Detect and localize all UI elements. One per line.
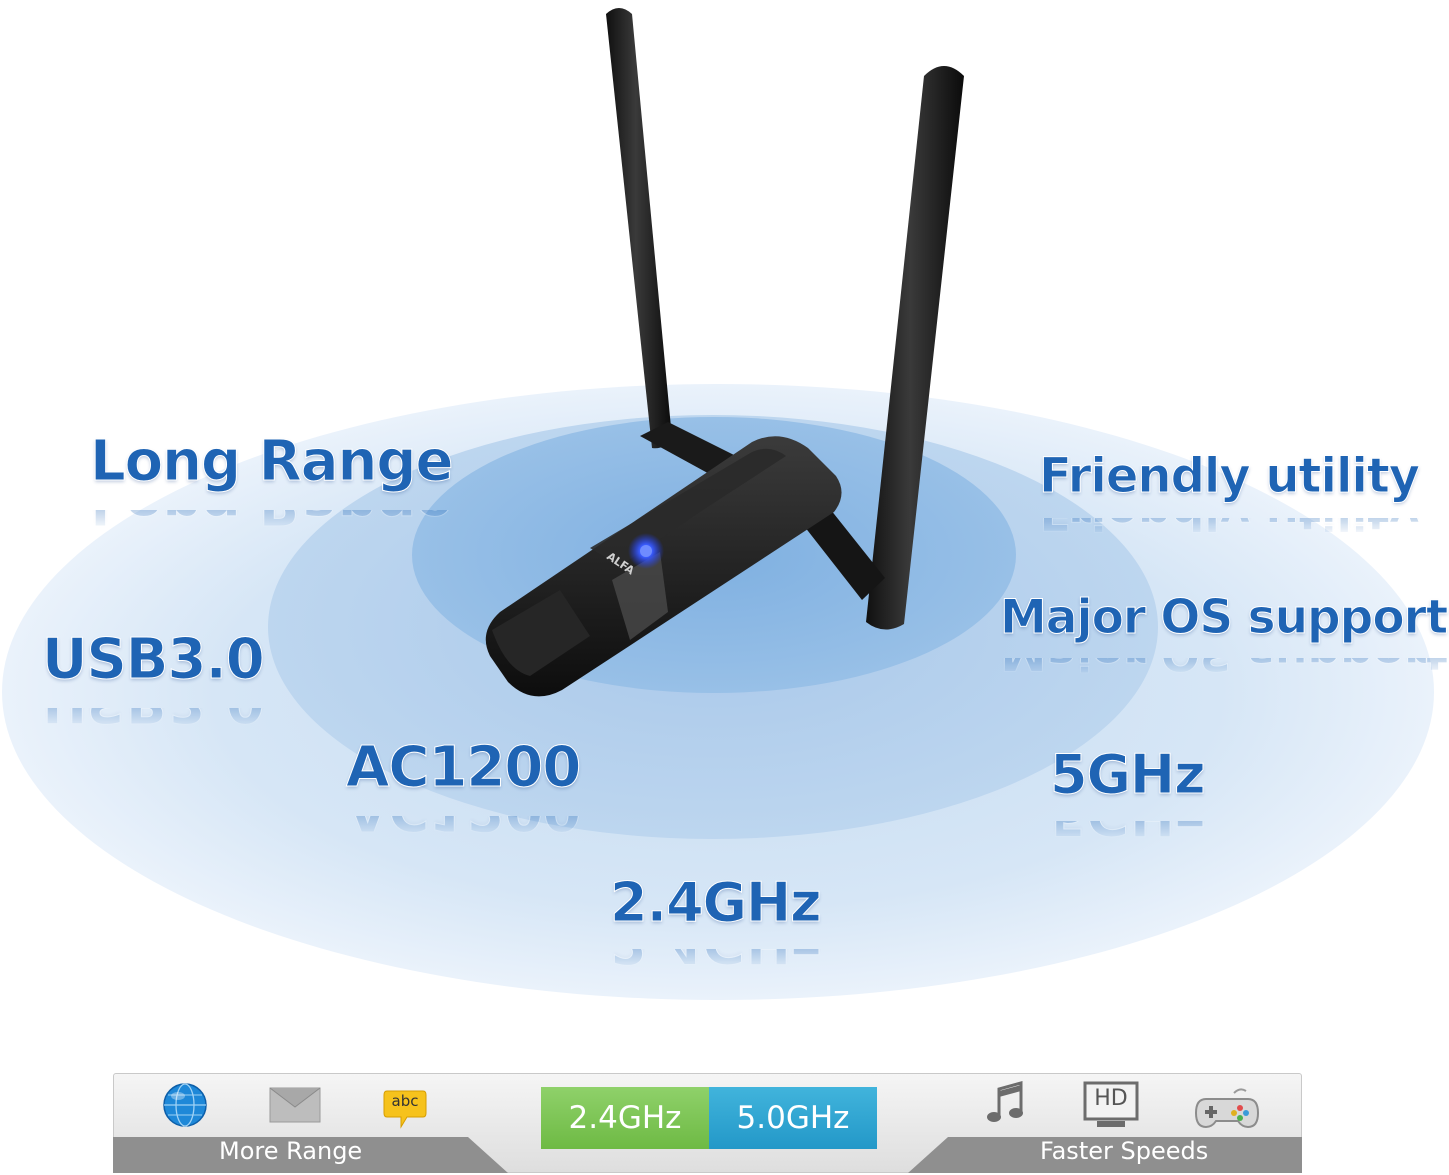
feature-friendly-utility-reflection: Friendly utility [1039, 517, 1419, 535]
chat-abc-text: abc [391, 1092, 419, 1110]
feature-friendly-utility-text: Friendly utility [1038, 448, 1420, 504]
feature-5ghz-text: 5GHz [1050, 743, 1207, 806]
faster-speeds-label: Faster Speeds [1040, 1137, 1209, 1165]
usb-connector [492, 590, 590, 676]
globe-icon [163, 1083, 207, 1127]
more-range-label: More Range [219, 1137, 363, 1165]
product-scene: ALFA [2, 8, 1434, 1000]
right-antenna [866, 66, 964, 630]
feature-long-range-reflection: Long Range [90, 510, 452, 531]
feature-major-os-support-text: Major OS support [999, 590, 1448, 645]
feature-2-4ghz-reflection: 2.4GHz [610, 949, 821, 970]
feature-2-4ghz-text: 2.4GHz [610, 871, 823, 934]
feature-2-4ghz: 2.4GHz 2.4GHz [610, 871, 823, 990]
left-antenna [606, 8, 672, 449]
feature-friendly-utility: Friendly utility Friendly utility [1038, 448, 1420, 554]
music-note-icon [987, 1081, 1023, 1122]
hd-text: HD [1094, 1086, 1128, 1111]
signal-rings-and-adapter: ALFA [2, 8, 1434, 1000]
feature-major-os-support-reflection: Major OS support [1000, 658, 1447, 676]
feature-ac1200-reflection: AC1200 [346, 816, 580, 837]
feature-long-range-text: Long Range [89, 429, 453, 494]
feature-5ghz: 5GHz 5GHz [1050, 743, 1207, 862]
feature-5ghz-reflection: 5GHz [1050, 821, 1205, 842]
feature-ac1200: AC1200 AC1200 [345, 735, 581, 859]
status-led-core [640, 545, 652, 557]
feature-ac1200-text: AC1200 [345, 735, 581, 800]
chat-abc-icon: abc [383, 1087, 427, 1131]
feature-major-os-support: Major OS support Major OS support [999, 590, 1448, 694]
usb-adapter-band [612, 552, 668, 640]
band-2-4ghz: 2.4GHz [541, 1087, 709, 1149]
gamepad-icon [1194, 1088, 1260, 1129]
feature-bar-bottom-strip [113, 1137, 1302, 1173]
hd-monitor-icon: HD [1083, 1081, 1139, 1131]
feature-long-range: Long Range Long Range [89, 429, 453, 553]
feature-usb3: USB3.0 USB3.0 [42, 627, 266, 751]
feature-usb3-reflection: USB3.0 [42, 708, 264, 729]
mail-icon [269, 1087, 321, 1123]
band-5-0ghz: 5.0GHz [709, 1087, 877, 1149]
feature-bar: More Range Faster Speeds 2.4GHz 5.0GHz a… [113, 1073, 1302, 1173]
feature-usb3-text: USB3.0 [42, 627, 266, 692]
